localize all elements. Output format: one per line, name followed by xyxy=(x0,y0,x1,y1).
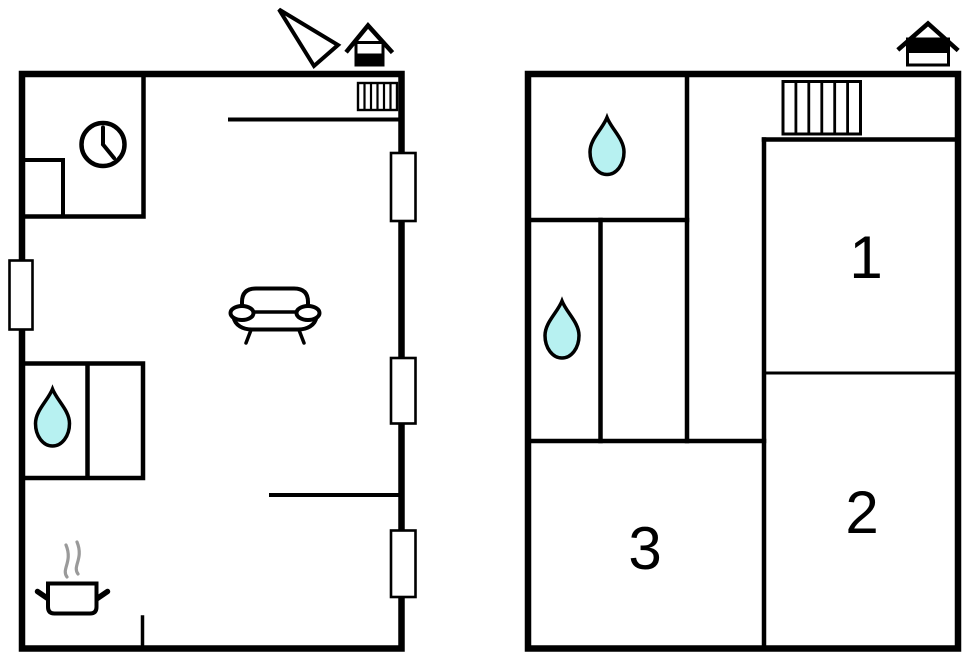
first-floor-interior-walls xyxy=(525,71,961,651)
staircase-icon xyxy=(781,80,862,136)
window-icon xyxy=(389,356,417,425)
first-floor-outer-walls xyxy=(524,70,962,652)
steam-line xyxy=(63,543,70,579)
water-drop-icon xyxy=(33,387,72,448)
steam-line xyxy=(74,540,81,576)
first-floor-plan: 1 2 3 xyxy=(524,20,962,652)
first-floor-level-house-icon xyxy=(896,20,960,67)
room-label-1: 1 xyxy=(849,224,882,291)
water-drop-icon xyxy=(588,115,626,177)
ground-floor-level-house-icon xyxy=(344,22,395,67)
north-arrow-icon xyxy=(277,7,342,70)
window-icon xyxy=(389,151,417,223)
room-label-3: 3 xyxy=(628,515,661,582)
ground-floor-plan xyxy=(8,22,417,652)
cooking-pot-icon xyxy=(34,540,111,616)
ground-floor-interior-walls xyxy=(19,71,403,650)
ground-floor-windows xyxy=(8,151,417,599)
clock-icon xyxy=(79,120,127,169)
room-label-2: 2 xyxy=(845,479,878,546)
window-icon xyxy=(8,259,34,331)
sofa-icon xyxy=(228,286,322,345)
water-drop-icon xyxy=(543,299,581,360)
staircase-icon xyxy=(356,81,399,112)
window-icon xyxy=(389,529,417,599)
